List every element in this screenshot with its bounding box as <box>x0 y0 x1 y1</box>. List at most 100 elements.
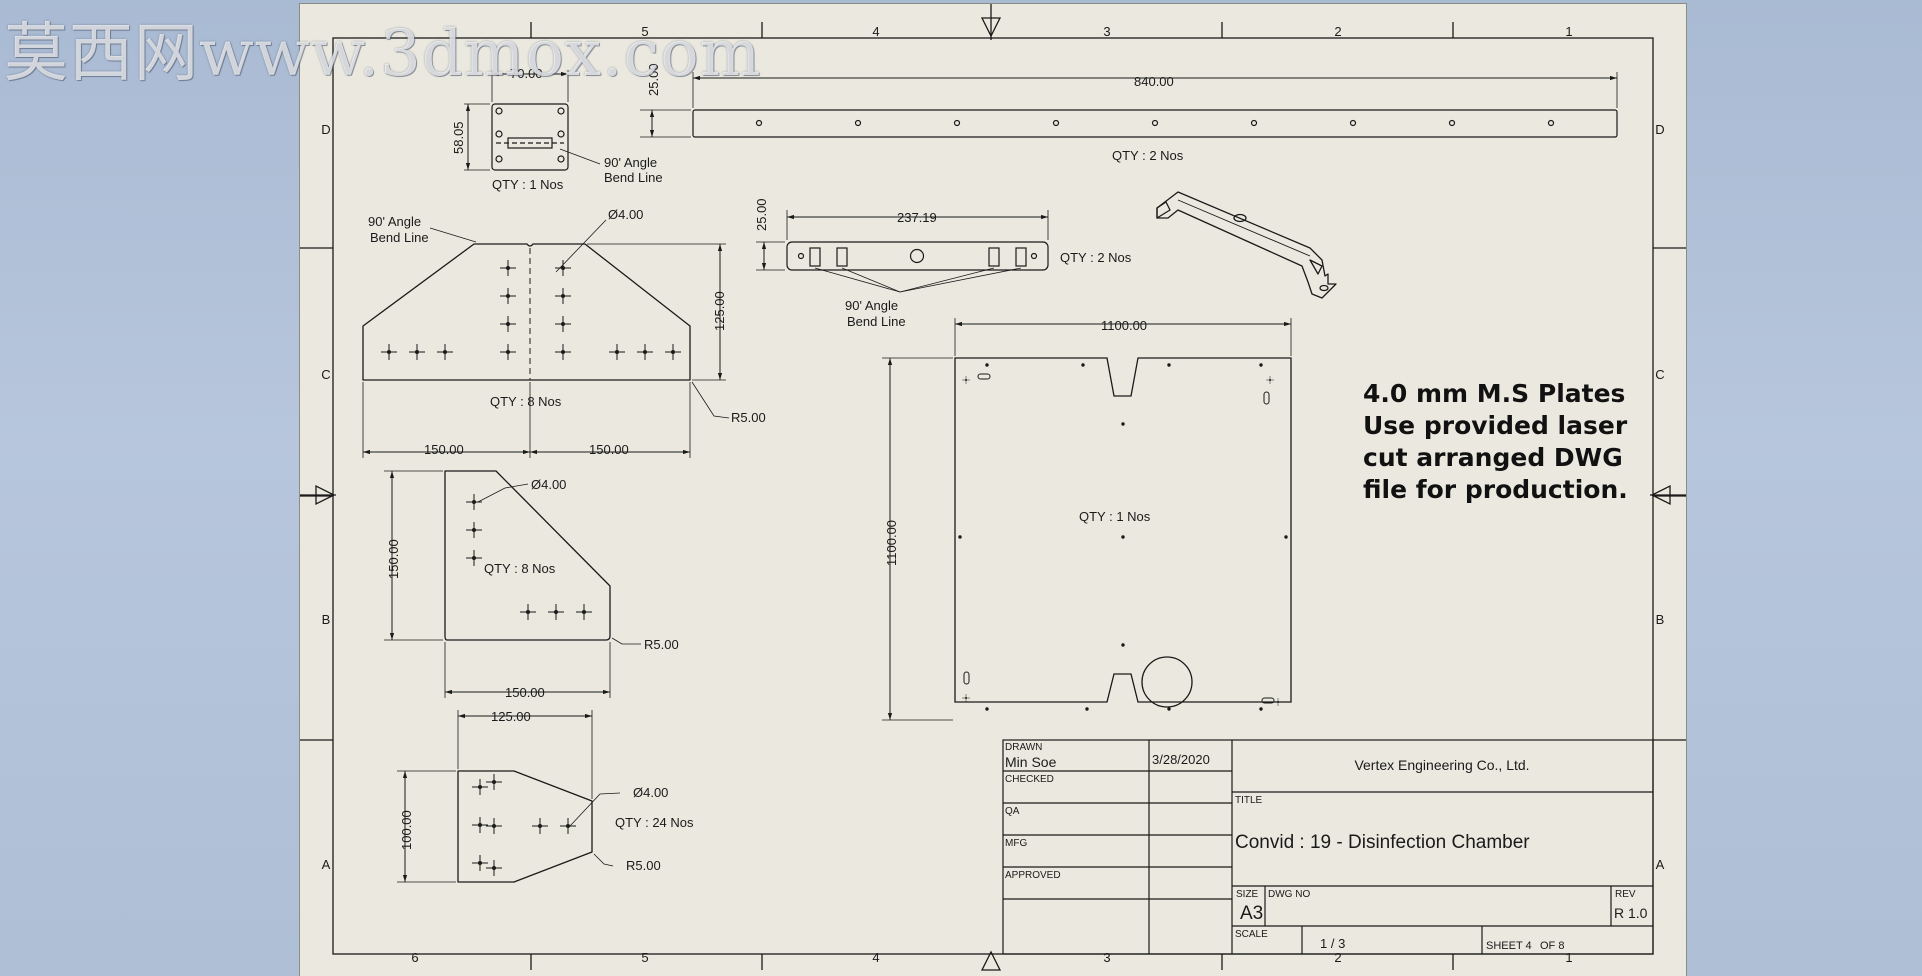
bracket-qty: QTY : 8 Nos <box>490 394 562 409</box>
bracket-bend-line-1: 90' Angle <box>368 214 421 229</box>
bracket-width-right: 150.00 <box>589 442 629 457</box>
zone-left-D: D <box>321 122 330 137</box>
corner-plate-view <box>384 470 641 698</box>
bracket-height: 125.00 <box>712 291 727 331</box>
main-plate-view <box>882 318 1292 721</box>
zone-top-2: 2 <box>1334 24 1341 39</box>
note-line-1: 4.0 mm M.S Plates <box>1363 379 1626 408</box>
bracket-plate-holes <box>381 260 681 360</box>
scale-label: SCALE <box>1235 929 1268 940</box>
company-name: Vertex Engineering Co., Ltd. <box>1354 757 1529 773</box>
sheet-of-label: OF 8 <box>1540 940 1564 952</box>
zone-right-B: B <box>1656 612 1665 627</box>
title-block-text: DRAWN Min Soe 3/28/2020 CHECKED QA MFG A… <box>1005 742 1648 952</box>
gusset-plate-labels: 125.00 100.00 Ø4.00 QTY : 24 Nos R5.00 <box>399 709 694 873</box>
gusset-plate-height: 100.00 <box>399 810 414 850</box>
zone-bottom-3: 3 <box>1103 950 1110 965</box>
checked-label: CHECKED <box>1005 774 1054 785</box>
drawing-frame <box>300 4 1686 971</box>
zone-right-D: D <box>1655 122 1664 137</box>
zone-bottom-4: 4 <box>872 950 879 965</box>
drawing-canvas: 5 4 3 2 1 6 5 4 3 2 1 D C B A D C B A 70… <box>300 4 1686 971</box>
short-bar-qty: QTY : 2 Nos <box>1060 250 1132 265</box>
bracket-bend-line-2: Bend Line <box>370 230 429 245</box>
long-bar-view <box>640 72 1618 138</box>
rev-value: R 1.0 <box>1614 905 1648 921</box>
dwg-no-label: DWG NO <box>1268 889 1310 900</box>
zone-bottom-6: 6 <box>411 950 418 965</box>
zone-bottom-5: 5 <box>641 950 648 965</box>
gusset-plate-view <box>397 710 621 883</box>
main-plate-qty: QTY : 1 Nos <box>1079 509 1151 524</box>
small-plate-height: 58.05 <box>451 121 466 154</box>
corner-plate-labels: Ø4.00 150.00 QTY : 8 Nos R5.00 150.00 <box>386 477 679 700</box>
short-bar-view <box>756 210 1049 293</box>
title-block <box>1002 739 1654 955</box>
zone-right-C: C <box>1655 367 1664 382</box>
main-plate-width: 1100.00 <box>1101 318 1147 333</box>
size-value: A3 <box>1240 903 1263 924</box>
small-plate-view <box>464 70 601 171</box>
qa-label: QA <box>1005 806 1020 817</box>
center-mark-bottom <box>980 950 1002 971</box>
zone-bottom-2: 2 <box>1334 950 1341 965</box>
zone-right-A: A <box>1656 857 1665 872</box>
scale-value: 1 / 3 <box>1320 936 1345 951</box>
gusset-plate-hole-dia: Ø4.00 <box>633 785 668 800</box>
size-label: SIZE <box>1236 889 1259 900</box>
short-bar-bend-line-2: Bend Line <box>847 314 906 329</box>
mfg-label: MFG <box>1005 838 1027 849</box>
short-bar-bend-line-1: 90' Angle <box>845 298 898 313</box>
zone-left-A: A <box>322 857 331 872</box>
note-line-2: Use provided laser <box>1363 411 1628 440</box>
sheet-label: SHEET 4 <box>1486 940 1532 952</box>
drawing-sheet: 5 4 3 2 1 6 5 4 3 2 1 D C B A D C B A 70… <box>300 4 1686 976</box>
zone-top-5: 5 <box>641 24 648 39</box>
bracket-plate-labels: 90' Angle Bend Line Ø4.00 125.00 R5.00 Q… <box>368 207 766 457</box>
bracket-width-left: 150.00 <box>424 442 464 457</box>
rev-label: REV <box>1615 889 1636 900</box>
corner-plate-qty: QTY : 8 Nos <box>484 561 556 576</box>
small-plate-bend-line-1: 90' Angle <box>604 155 657 170</box>
small-plate-width: 70.00 <box>510 66 543 81</box>
short-bar-labels: 237.19 25.00 QTY : 2 Nos 90' Angle Bend … <box>754 198 1132 329</box>
note-line-3: cut arranged DWG <box>1363 443 1623 472</box>
watermark-text: 莫西网www.3dmox.com <box>4 17 762 91</box>
title-label: TITLE <box>1235 795 1263 806</box>
approved-label: APPROVED <box>1005 870 1061 881</box>
isometric-bracket-view <box>1156 191 1337 299</box>
main-plate-height: 1100.00 <box>884 520 899 566</box>
drawing-title: Convid : 19 - Disinfection Chamber <box>1235 832 1530 853</box>
bracket-radius: R5.00 <box>731 410 766 425</box>
long-bar-height: 25.00 <box>646 63 661 96</box>
zone-left-B: B <box>322 612 331 627</box>
main-plate-labels: 1100.00 1100.00 QTY : 1 Nos <box>884 318 1151 566</box>
gusset-plate-qty: QTY : 24 Nos <box>615 815 694 830</box>
zone-top-1: 1 <box>1565 24 1572 39</box>
zone-top-3: 3 <box>1103 24 1110 39</box>
corner-plate-radius: R5.00 <box>644 637 679 652</box>
zone-labels: 5 4 3 2 1 6 5 4 3 2 1 D C B A D C B A <box>321 24 1664 965</box>
gusset-plate-radius: R5.00 <box>626 858 661 873</box>
main-plate-small-holes <box>958 363 1288 711</box>
short-bar-height: 25.00 <box>754 198 769 231</box>
long-bar-holes <box>755 119 1555 127</box>
drawn-by: Min Soe <box>1005 754 1057 770</box>
corner-plate-width: 150.00 <box>505 685 545 700</box>
drawn-date: 3/28/2020 <box>1152 752 1210 767</box>
bracket-hole-dia: Ø4.00 <box>608 207 643 222</box>
fabrication-note: 4.0 mm M.S Plates Use provided laser cut… <box>1363 378 1663 506</box>
small-plate-bend-line-2: Bend Line <box>604 170 663 185</box>
bracket-plate-view <box>362 219 730 458</box>
zone-top-4: 4 <box>872 24 879 39</box>
short-bar-length: 237.19 <box>897 210 937 225</box>
long-bar-labels: 840.00 25.00 QTY : 2 Nos <box>646 63 1184 163</box>
drawn-label: DRAWN <box>1005 742 1042 753</box>
corner-plate-height: 150.00 <box>386 539 401 579</box>
long-bar-length: 840.00 <box>1134 74 1174 89</box>
gusset-plate-width: 125.00 <box>491 709 531 724</box>
zone-bottom-1: 1 <box>1565 950 1572 965</box>
long-bar-qty: QTY : 2 Nos <box>1112 148 1184 163</box>
zone-left-C: C <box>321 367 330 382</box>
corner-plate-hole-dia: Ø4.00 <box>531 477 566 492</box>
